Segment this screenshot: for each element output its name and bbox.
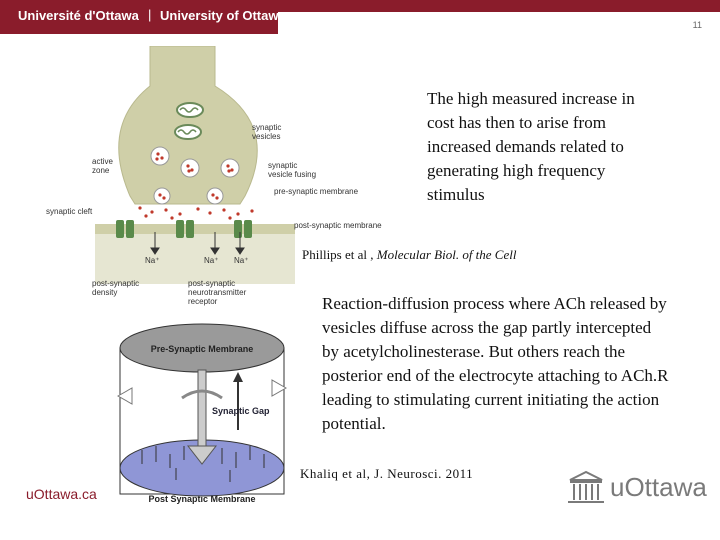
header-university-fr: Université d'Ottawa (18, 8, 139, 23)
left-arrow-icon (116, 387, 133, 405)
label-pre-synaptic-membrane: pre-synaptic membrane (274, 187, 359, 196)
mitochondrion-icon (174, 124, 202, 140)
label-post-synaptic: Post Synaptic Membrane (148, 494, 255, 504)
curved-arrow-icon (181, 389, 223, 400)
na-arrows (150, 232, 245, 255)
up-arrow-head-icon (233, 372, 243, 382)
mitochondrion-icon (176, 102, 204, 118)
synaptic-vesicles (150, 146, 240, 205)
label-na-2: Na⁺ (204, 256, 218, 265)
postsynaptic-membrane (95, 224, 295, 234)
footer-url[interactable]: uOttawa.ca (26, 486, 97, 502)
text-block-cost: The high measured increase in cost has t… (427, 89, 635, 204)
label-post-synaptic-membrane: post-synaptic membrane (294, 221, 382, 230)
label-synaptic-gap: Synaptic Gap (212, 406, 270, 416)
down-arrow-head-icon (186, 445, 218, 465)
citation-phillips-authors: Phillips et al , (302, 247, 377, 262)
down-arrow-icon (197, 369, 207, 451)
neurotransmitter-dots (138, 152, 254, 220)
citation-khaliq: Khaliq et al, J. Neurosci. 2011 (300, 466, 474, 481)
label-na-1: Na⁺ (145, 256, 159, 265)
label-na-3: Na⁺ (234, 256, 248, 265)
citation-phillips: Phillips et al , Molecular Biol. of the … (302, 247, 516, 263)
logo-text: uOttawa (610, 472, 707, 502)
slide-number: 11 (692, 20, 702, 30)
building-icon (568, 470, 604, 503)
header-white-band (278, 12, 720, 34)
label-pre-synaptic: Pre-Synaptic Membrane (151, 344, 254, 354)
header-separator: | (148, 7, 152, 22)
uottawa-logo: uOttawa (566, 466, 707, 510)
citation-phillips-title: Molecular Biol. of the Cell (376, 247, 517, 262)
header-university-en: University of Ottawa (160, 8, 286, 23)
text-block-reaction-diffusion: Reaction-diffusion process where ACh rel… (322, 294, 669, 433)
right-arrow-icon (271, 379, 288, 397)
synaptic-gap-diagram: Pre-Synaptic Membrane Synaptic Gap Post … (116, 323, 288, 504)
label-synaptic-cleft: synaptic cleft (46, 207, 93, 216)
receptor-marks (141, 446, 265, 482)
